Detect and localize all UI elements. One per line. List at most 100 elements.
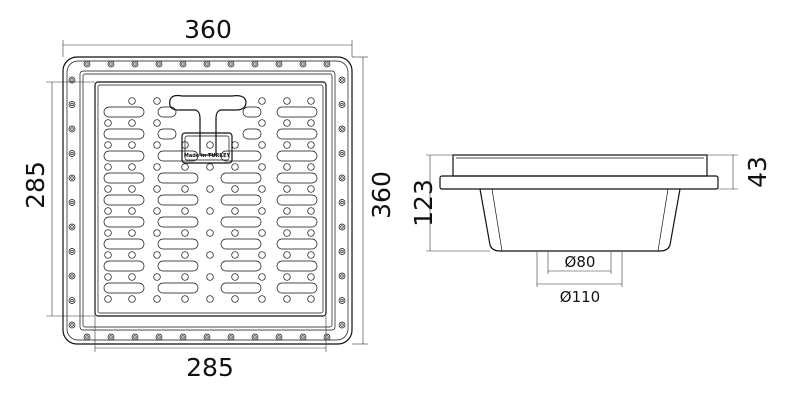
grate-hole [231,295,239,303]
grate-hole [104,273,112,281]
screw-icon [131,333,139,341]
grate-hole [258,229,266,237]
grate-hole [181,273,189,281]
top-view: Made in TURKEY 360 285 285 360 [21,15,396,382]
grate-slot [276,172,318,184]
body-wall-inner [491,188,669,252]
screw-icon [179,333,187,341]
grate-slot [103,194,145,206]
screw-icon [68,125,76,133]
side-view: 123 43 Ø80 Ø110 [409,154,772,306]
grate-hole [307,229,315,237]
screw-center [301,335,305,339]
screw-icon [68,272,76,280]
grate-hole [181,207,189,215]
screw-icon [338,76,346,84]
screw-center [340,176,344,180]
screw-icon [338,223,346,231]
grate-hole [307,97,315,105]
grate-hole [307,207,315,215]
dim-width-360: 360 [184,15,232,44]
grate-hole [128,141,136,149]
grate-slot [276,150,318,162]
screw-icon [227,333,235,341]
screw-icon [83,333,91,341]
screw-icon [68,199,76,206]
grate-hole [231,185,239,193]
grate-hole [258,141,266,149]
grate-hole [128,229,136,237]
dim-top-height-43: 43 [743,156,772,188]
screw-icon [68,321,76,329]
grate-slot [157,282,199,294]
grate-hole [128,295,136,303]
grate-hole [258,119,266,127]
screw-icon [68,297,76,304]
screw-icon [203,333,211,341]
grate-slot [157,106,177,118]
screw-icon [323,333,331,341]
screw-center [277,335,281,339]
dimension-total-height-123: 123 [409,154,490,252]
grate-hole [231,229,239,237]
grate-hole [231,251,239,259]
screw-center [340,102,344,107]
handle-recess [181,132,233,164]
grate-hole [283,207,291,215]
screw-icon [299,60,307,68]
screw-center [301,62,305,66]
grate-slot [157,128,177,140]
dimension-outlet-110: Ø110 [536,252,623,306]
grate-hole [307,295,315,303]
grate-slot [276,260,318,272]
screw-icon [323,60,331,68]
grate-hole [104,207,112,215]
outer-frame-inner-edge [66,60,349,341]
screw-center [70,176,74,180]
grate-slot [220,216,262,228]
grate-hole [181,163,189,171]
grate-slot [220,260,262,272]
grate-slot [220,238,262,250]
grate-slot [220,194,262,206]
t-handle [169,94,247,156]
grate-hole [181,251,189,259]
screw-icon [68,223,76,231]
grate-hole [206,251,214,259]
grate-slot [103,238,145,250]
screw-center [85,62,89,66]
dim-total-height-123: 123 [409,179,438,227]
screw-icon [68,76,76,84]
grate-hole [128,251,136,259]
grate-hole [104,251,112,259]
grate-hole [283,119,291,127]
screw-icon [338,101,346,108]
screw-icon [338,321,346,329]
frame-recess [79,70,336,331]
screw-center [157,335,161,339]
grate-hole [128,97,136,105]
made-in-label: Made in TURKEY [184,153,231,159]
grate-slot [103,128,145,140]
screw-icon [107,333,115,341]
screw-center [340,225,344,229]
grate-inner-edge [97,84,324,314]
grate-hole [258,185,266,193]
grate-hole [153,295,161,303]
grate-hole [307,273,315,281]
grate-hole [104,141,112,149]
grate-slot [103,282,145,294]
grate-hole [153,273,161,281]
grate-hole [153,229,161,237]
screw-icon [155,60,163,68]
screw-center [340,200,344,205]
dim-height-360: 360 [367,171,396,219]
screw-center [70,323,74,327]
screw-center [253,62,257,66]
screw-center [181,335,185,339]
screw-center [277,62,281,66]
grate-hole [181,295,189,303]
dimension-width-360: 360 [62,15,353,57]
grate-slot [220,172,262,184]
screw-icon [68,150,76,157]
